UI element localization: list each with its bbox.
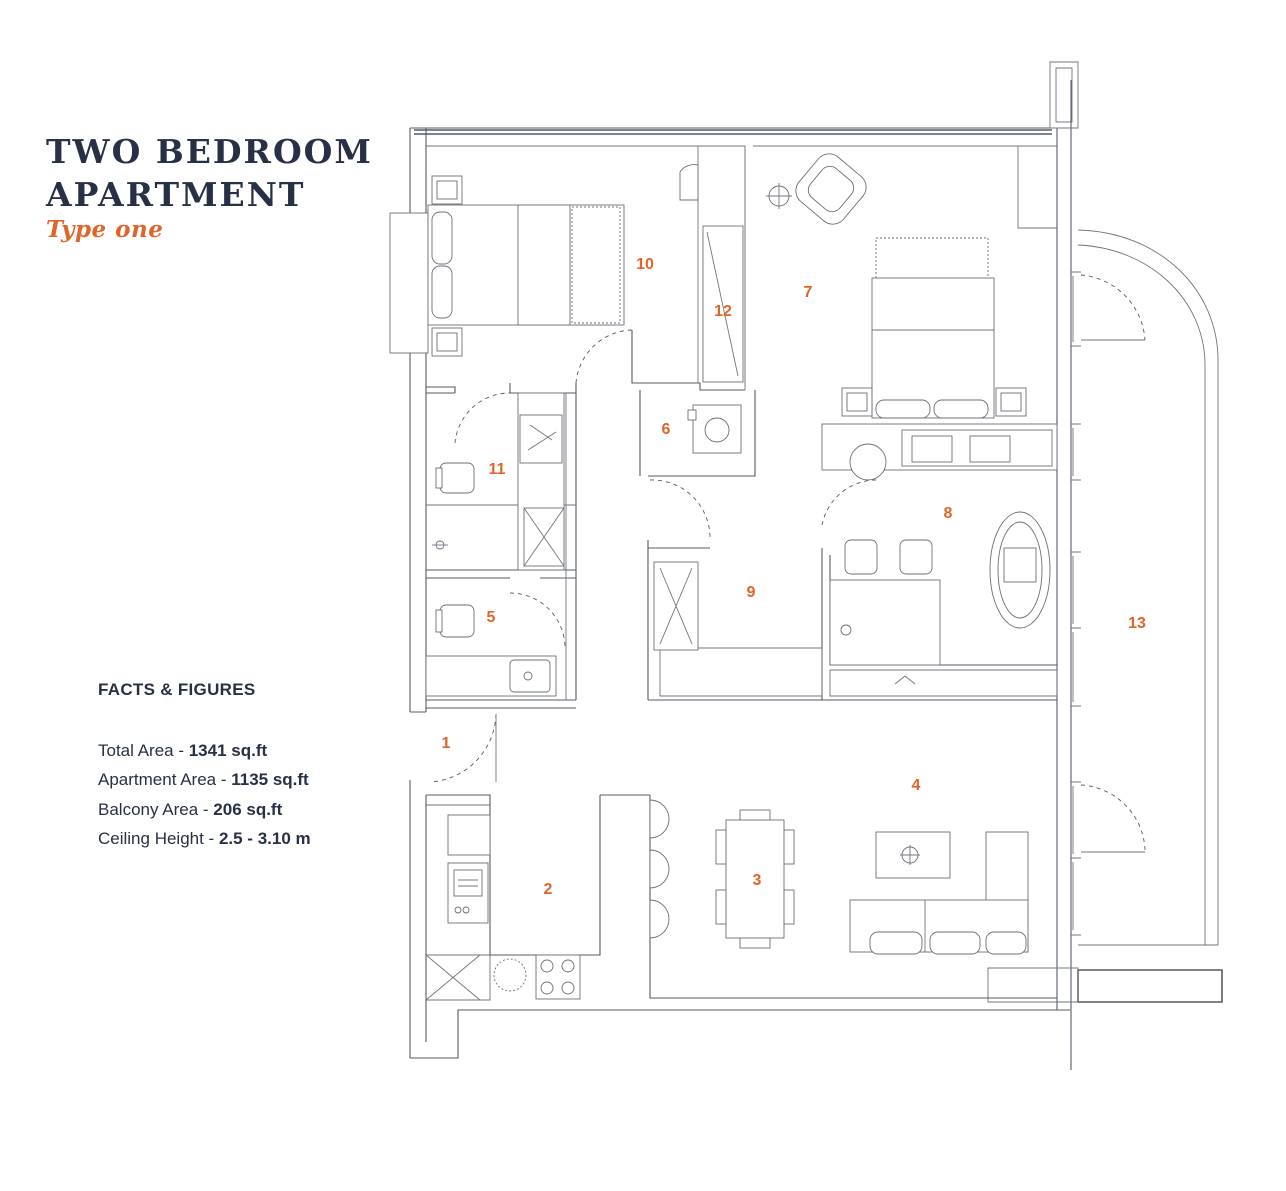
- balcony-doors: [1080, 274, 1146, 853]
- window-mullions: [1071, 271, 1081, 936]
- bedroom-master-furniture: [766, 153, 1027, 419]
- dining-furniture: [715, 809, 795, 949]
- fact-balcony-area: Balcony Area - 206 sq.ft: [98, 799, 283, 819]
- utility-room-furniture: [687, 404, 742, 454]
- bathroom-one-fixtures: [432, 392, 565, 571]
- fact-total-area: Total Area - 1341 sq.ft: [98, 741, 268, 760]
- fact-ceiling-height: Ceiling Height - 2.5 - 3.10 m: [98, 828, 311, 848]
- room-label-1: 1: [442, 735, 451, 752]
- room-labels: 1 2 3 4 5 6 7 8 9 10 11 12 13: [442, 256, 1146, 898]
- room-label-10: 10: [636, 256, 654, 273]
- room-label-3: 3: [753, 872, 762, 889]
- facts-list: Total Area - 1341 sq.ft Apartment Area -…: [98, 736, 311, 853]
- room-label-4: 4: [912, 777, 921, 794]
- kitchen-fixtures: [447, 799, 670, 1000]
- room-label-9: 9: [747, 584, 756, 601]
- room-label-2: 2: [544, 881, 553, 898]
- room-label-8: 8: [944, 505, 953, 522]
- balcony: [987, 229, 1223, 1003]
- door-swings: [429, 329, 881, 783]
- room-label-6: 6: [662, 421, 671, 438]
- room-label-12: 12: [714, 303, 732, 320]
- room-label-11: 11: [489, 461, 506, 478]
- room-label-5: 5: [487, 609, 496, 626]
- subtitle: Type one: [46, 216, 164, 243]
- room-label-7: 7: [804, 284, 813, 301]
- fact-apartment-area: Apartment Area - 1135 sq.ft: [98, 770, 309, 790]
- room-label-13: 13: [1128, 615, 1146, 632]
- closet-fixtures: [653, 561, 699, 651]
- bathroom-two-fixtures: [425, 604, 557, 697]
- living-furniture: [849, 831, 1029, 955]
- page-title: TWO BEDROOM APARTMENT: [46, 130, 373, 216]
- bedroom-two-furniture: [389, 146, 746, 383]
- title-line-2: APARTMENT: [46, 175, 306, 214]
- title-line-1: TWO BEDROOM: [46, 132, 373, 171]
- exterior-walls: [409, 61, 1079, 1070]
- ensuite-fixtures: [821, 423, 1058, 666]
- facts-heading: FACTS & FIGURES: [98, 680, 256, 699]
- interior-walls: [425, 330, 1058, 1001]
